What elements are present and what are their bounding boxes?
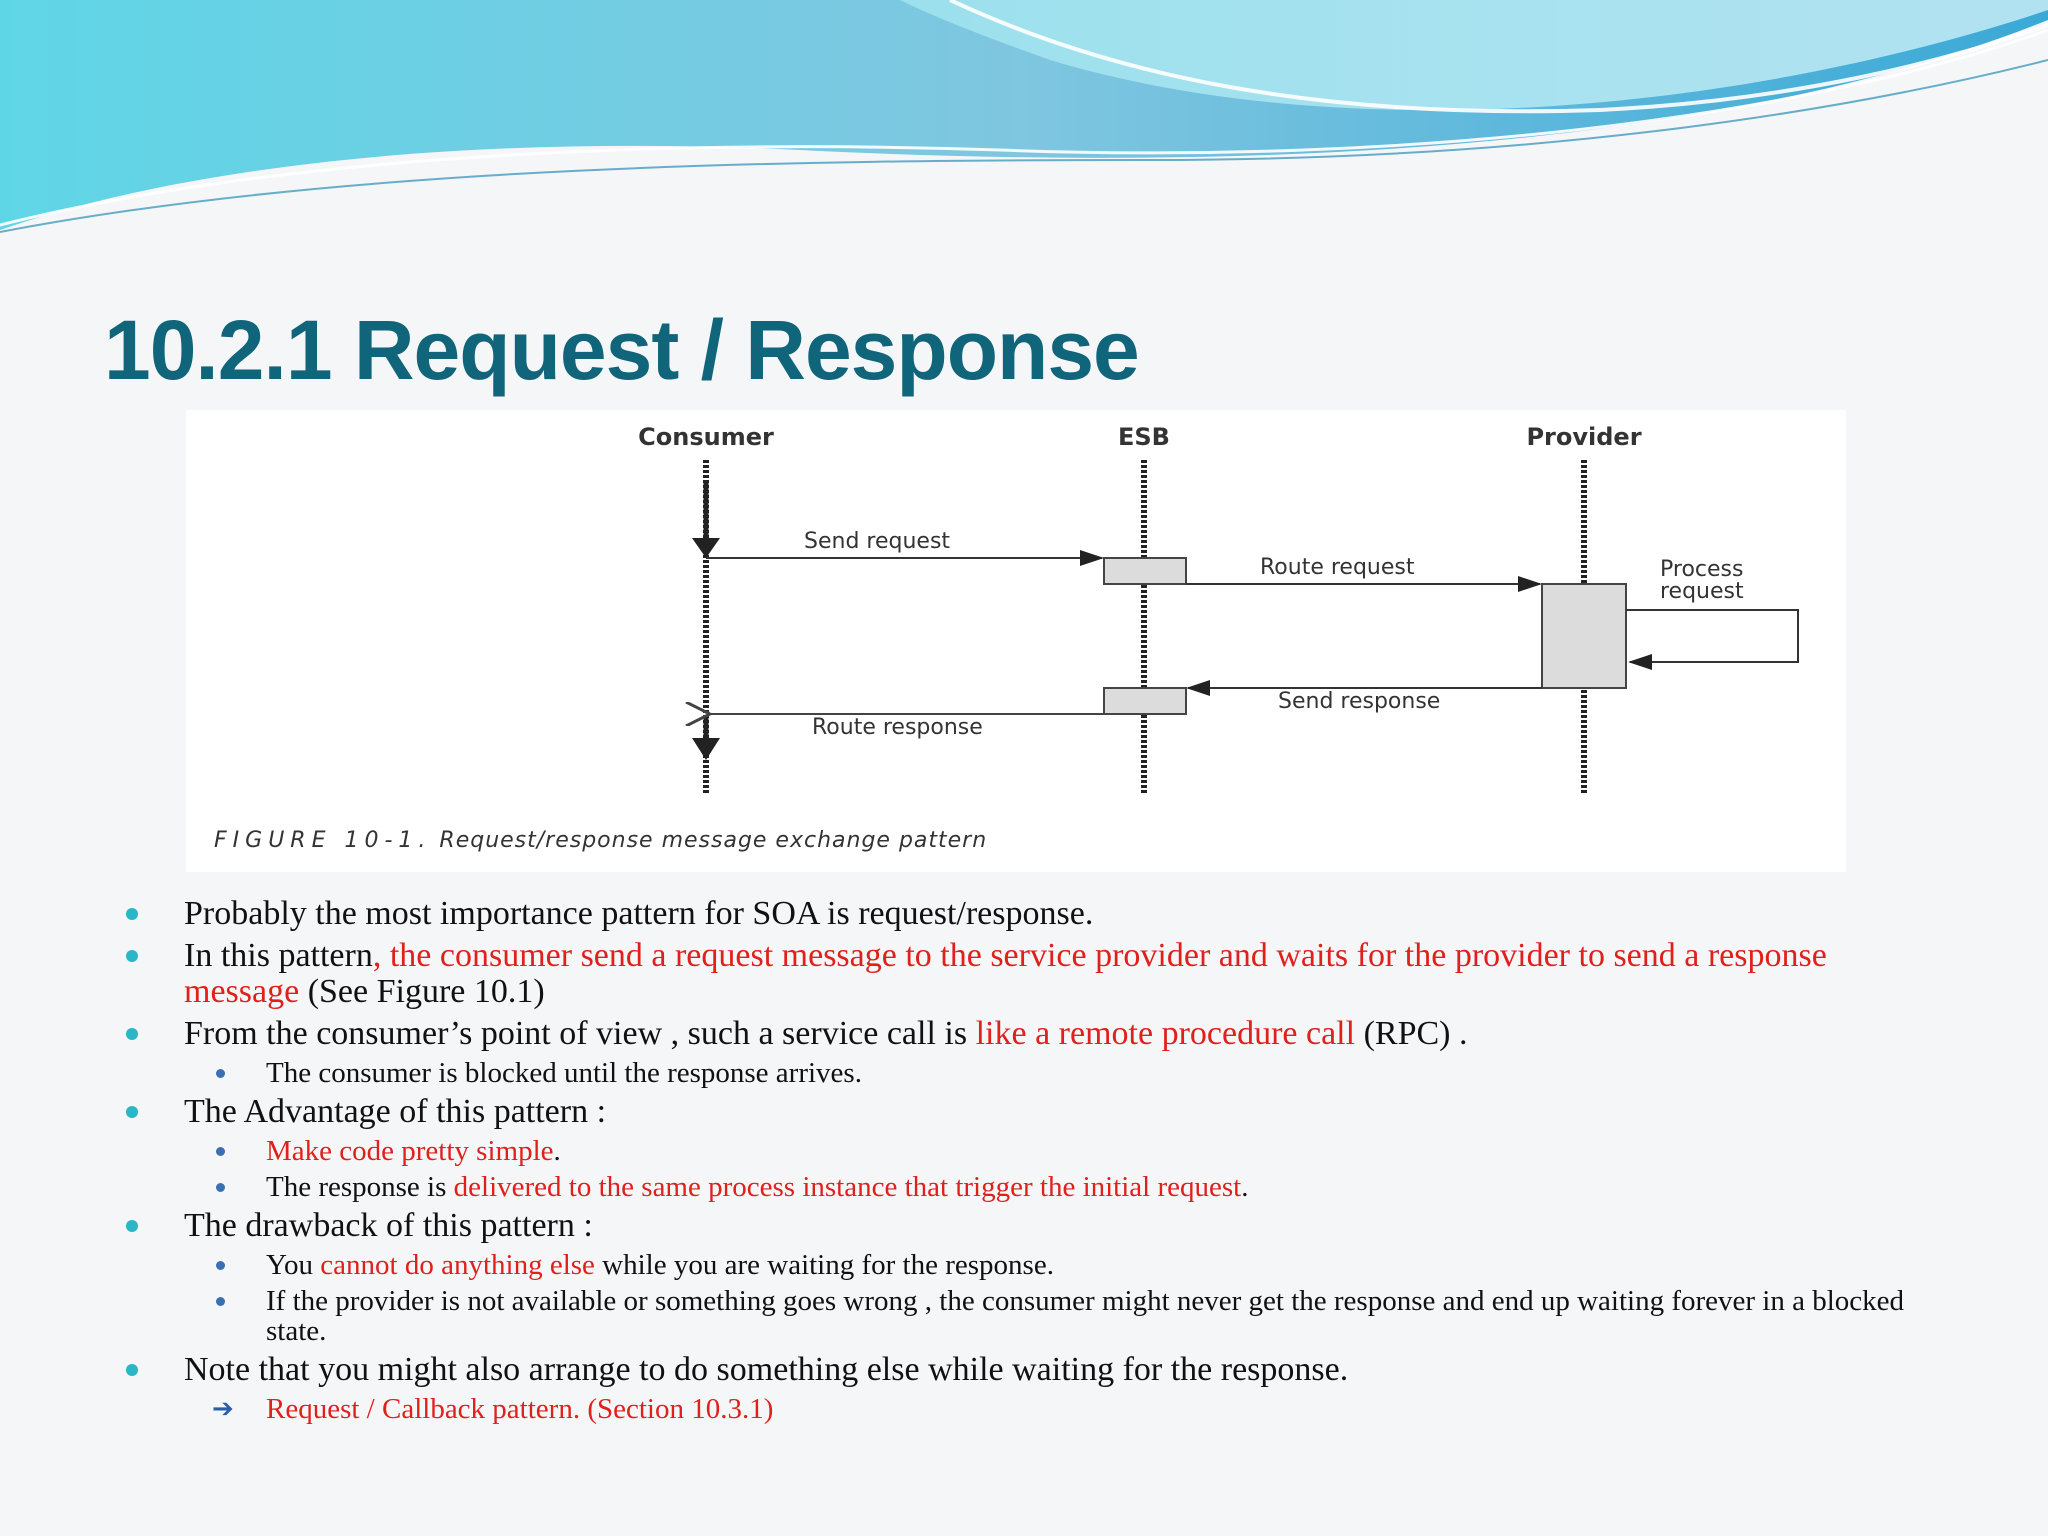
sub-bullet-dot-icon	[216, 1069, 225, 1078]
esb-activation-response	[1103, 687, 1187, 715]
route-request-label: Route request	[1260, 555, 1415, 580]
bullet-text: In this pattern	[184, 937, 373, 974]
bullet-dot-icon	[126, 950, 138, 962]
sub-bullet-highlight: delivered to the same process instance t…	[453, 1171, 1242, 1203]
bullet-item: The drawback of this pattern :	[120, 1208, 1920, 1244]
figure-caption-label: FIGURE 10-1.	[214, 828, 432, 853]
bullet-item: From the consumer’s point of view , such…	[120, 1016, 1920, 1052]
sub-bullet-highlight: Make code pretty simple	[266, 1135, 554, 1167]
figure-caption-text: Request/response message exchange patter…	[439, 828, 988, 853]
bullet-item: Probably the most importance pattern for…	[120, 896, 1920, 932]
bullet-text: From the consumer’s point of view , such…	[184, 1015, 976, 1052]
bullet-highlight: , the consumer send a request message to…	[184, 937, 1827, 1010]
header-swoosh	[0, 0, 2048, 233]
sub-bullet-text: while you are waiting for the response.	[594, 1249, 1054, 1281]
consumer-arrow-top	[692, 538, 720, 558]
bullet-text: The Advantage of this pattern :	[184, 1093, 607, 1130]
process-request-loop	[1626, 609, 1799, 670]
sub-bullet-dot-icon	[216, 1183, 225, 1192]
bullet-dot-icon	[126, 1364, 138, 1376]
sub-bullet-item: Make code pretty simple.	[120, 1136, 1920, 1166]
sub-bullet-dot-icon	[216, 1297, 225, 1306]
slide-title: 10.2.1 Request / Response	[104, 303, 1140, 397]
bullet-text: (See Figure 10.1)	[299, 973, 545, 1010]
process-request-label-2: request	[1660, 579, 1744, 604]
bullet-text: The drawback of this pattern :	[184, 1207, 593, 1244]
sub-bullet-highlight: Request / Callback pattern. (Section 10.…	[266, 1393, 774, 1425]
bullet-text: Note that you might also arrange to do s…	[184, 1351, 1349, 1388]
right-arrow-icon: ➔	[212, 1394, 234, 1424]
bullet-list: Probably the most importance pattern for…	[120, 890, 1920, 1424]
sub-bullet-item: ➔ Request / Callback pattern. (Section 1…	[120, 1394, 1920, 1424]
sub-bullet-highlight: cannot do anything else	[320, 1249, 595, 1281]
sub-bullet-text: You	[266, 1249, 321, 1281]
consumer-arrow-bottom	[692, 738, 720, 760]
sub-bullet-text: .	[1241, 1171, 1249, 1203]
bullet-item: In this pattern, the consumer send a req…	[120, 938, 1920, 1010]
sub-bullet-item: The consumer is blocked until the respon…	[120, 1058, 1920, 1088]
bullet-highlight: like a remote procedure call	[975, 1015, 1356, 1052]
sub-bullet-dot-icon	[216, 1147, 225, 1156]
sub-bullet-item: The response is delivered to the same pr…	[120, 1172, 1920, 1202]
bullet-text: Probably the most importance pattern for…	[184, 895, 1094, 932]
bullet-dot-icon	[126, 1220, 138, 1232]
send-response-label: Send response	[1278, 689, 1440, 714]
sequence-diagram-figure: Consumer ESB Provider Send request Route…	[186, 410, 1846, 872]
sub-bullet-text: If the provider is not available or some…	[266, 1285, 1905, 1347]
bullet-dot-icon	[126, 1106, 138, 1118]
esb-activation-request	[1103, 557, 1187, 585]
bullet-dot-icon	[126, 1028, 138, 1040]
figure-caption: FIGURE 10-1. Request/response message ex…	[214, 828, 987, 853]
lane-provider-label: Provider	[1526, 423, 1641, 451]
sub-bullet-item: You cannot do anything else while you ar…	[120, 1250, 1920, 1280]
bullet-dot-icon	[126, 908, 138, 920]
route-response-label: Route response	[812, 715, 983, 740]
provider-activation	[1541, 583, 1627, 689]
sub-bullet-text: The consumer is blocked until the respon…	[266, 1057, 862, 1089]
process-request-label-1: Process	[1660, 557, 1743, 582]
sub-bullet-text: .	[553, 1135, 561, 1167]
sub-bullet-text: The response is	[266, 1171, 454, 1203]
lane-esb-label: ESB	[1118, 423, 1170, 451]
bullet-item: Note that you might also arrange to do s…	[120, 1352, 1920, 1388]
sub-bullet-dot-icon	[216, 1261, 225, 1270]
sequence-diagram: Consumer ESB Provider Send request Route…	[638, 423, 1799, 795]
lane-consumer-label: Consumer	[638, 423, 774, 451]
bullet-item: The Advantage of this pattern :	[120, 1094, 1920, 1130]
send-request-label: Send request	[804, 529, 950, 554]
bullet-text: (RPC) .	[1355, 1015, 1468, 1052]
sub-bullet-item: If the provider is not available or some…	[120, 1286, 1920, 1346]
